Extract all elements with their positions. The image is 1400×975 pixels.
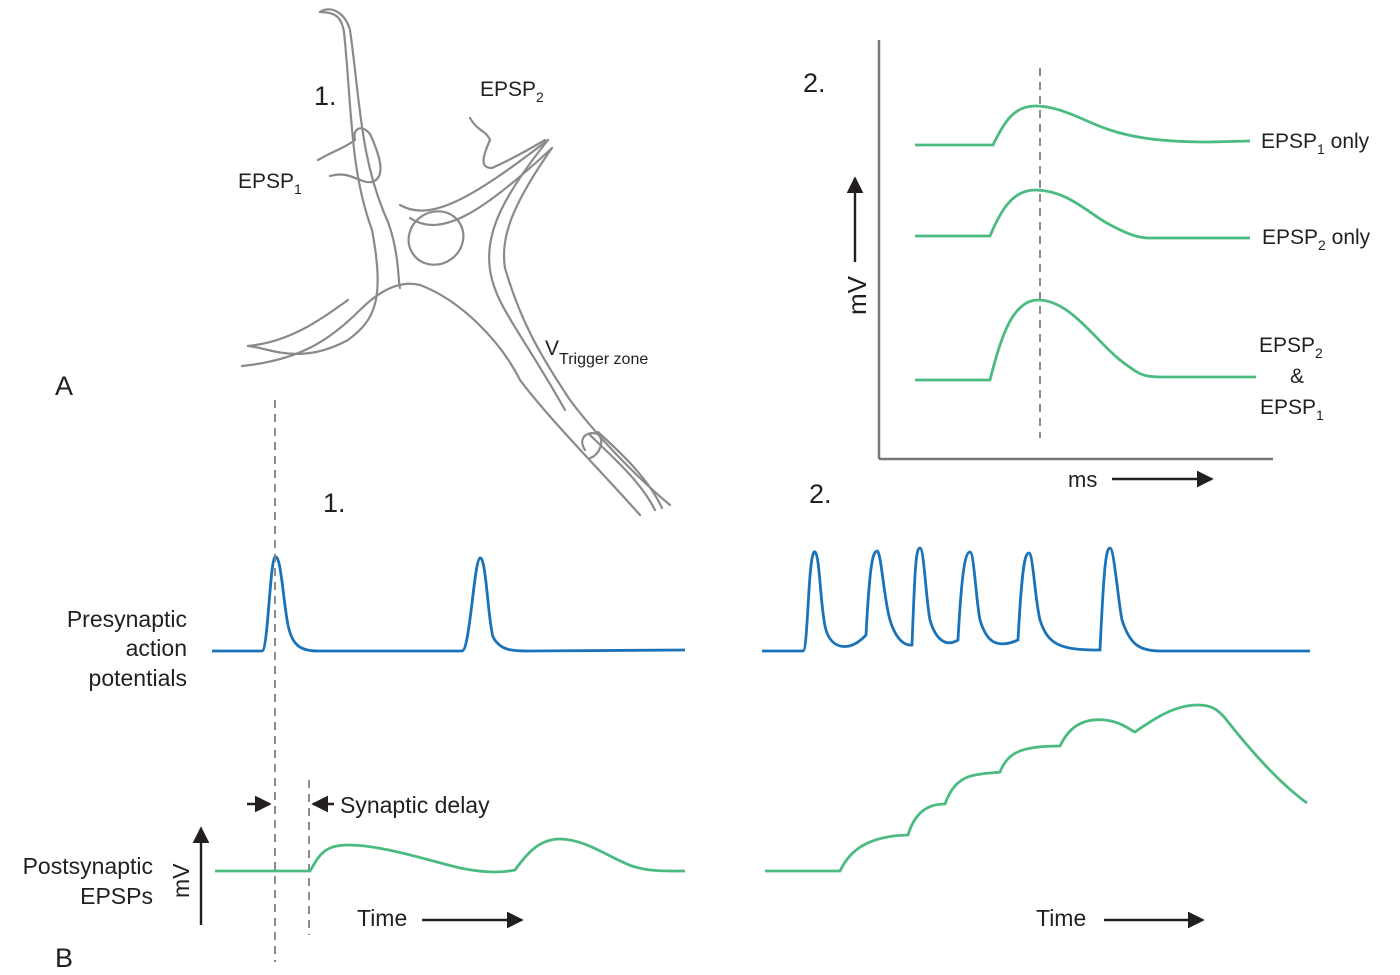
trace-epsp2-only — [915, 188, 1250, 240]
trigger-zone-label: VTrigger zone — [545, 337, 648, 368]
panel-b-left-step-label: 1. — [323, 488, 346, 518]
trace3-label-line1: EPSP2 — [1259, 334, 1323, 361]
postsynaptic-label-line1: Postsynaptic — [23, 853, 153, 879]
trace-epsp1-only — [915, 104, 1251, 147]
synaptic-delay-label: Synaptic delay — [340, 792, 490, 818]
epsp2-label: EPSP2 — [480, 78, 544, 105]
trace1-label: EPSP1 only — [1261, 130, 1370, 157]
postsynaptic-trace-left — [215, 837, 686, 874]
neuron-step-label: 1. — [314, 81, 337, 111]
postsynaptic-label-line2: EPSPs — [80, 883, 153, 909]
neuron-drawing — [240, 8, 672, 517]
time-label-right: Time — [1036, 905, 1086, 931]
trace-epsp-both — [915, 298, 1256, 382]
panel-a-label: A — [55, 371, 73, 401]
epsp1-label: EPSP1 — [238, 170, 302, 197]
panel-b-label: B — [55, 943, 73, 973]
presynaptic-label-line3: potentials — [89, 665, 187, 691]
epsp-y-label: mV — [168, 863, 194, 898]
trace3-label-line2: & — [1290, 365, 1304, 388]
postsynaptic-trace-right — [765, 703, 1308, 873]
trace2-label: EPSP2 only — [1262, 226, 1371, 253]
presynaptic-trace-left — [212, 555, 686, 653]
time-label-left: Time — [357, 905, 407, 931]
presynaptic-label-line1: Presynaptic — [67, 606, 187, 632]
presynaptic-label-line2: action — [126, 635, 187, 661]
graph-x-label: ms — [1068, 467, 1097, 492]
trace3-label-line3: EPSP1 — [1260, 396, 1324, 423]
graph-y-label: mV — [842, 275, 872, 315]
presynaptic-trace-right — [762, 546, 1310, 653]
panel-b-right-step-label: 2. — [809, 479, 832, 509]
graph-step-label: 2. — [803, 68, 826, 98]
